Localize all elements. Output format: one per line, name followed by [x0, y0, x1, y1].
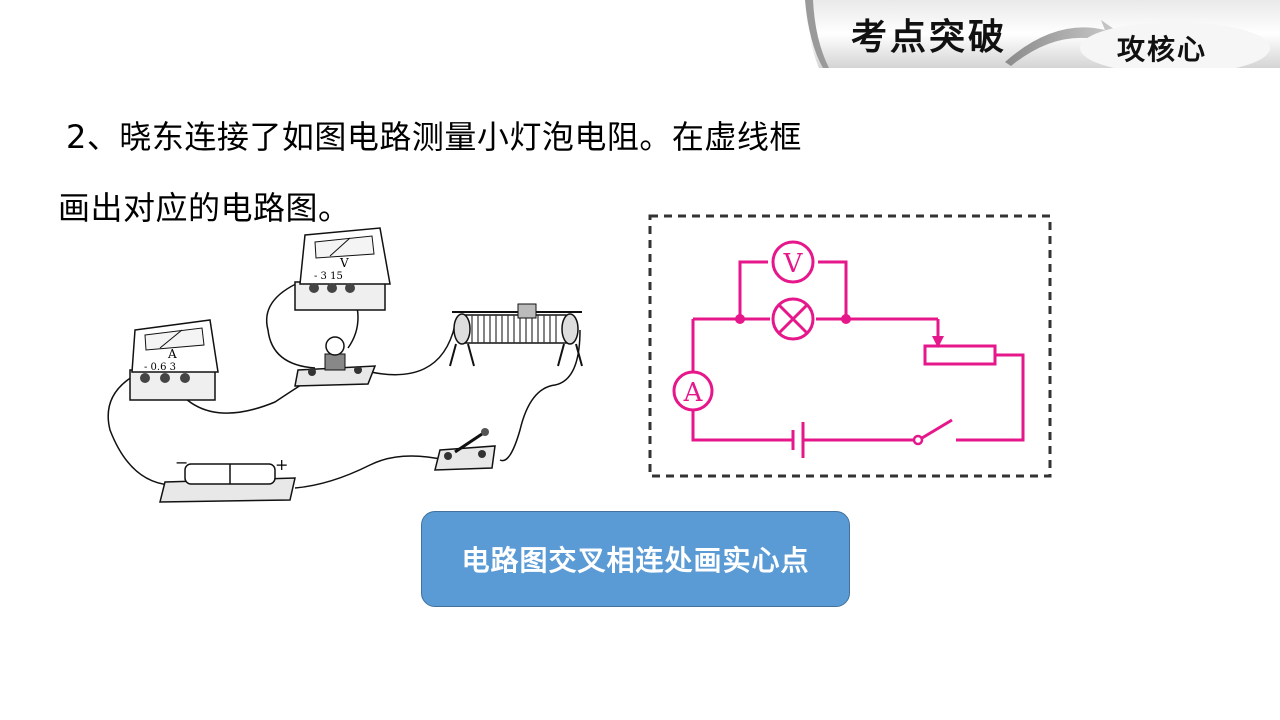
ammeter-symbol-label: A [167, 347, 177, 361]
voltmeter-symbol-label: V [339, 256, 349, 270]
banner-right-text: 攻核心 [1117, 33, 1208, 66]
ammeter-symbol: A [672, 370, 714, 412]
ammeter-terminal-label: - 0.6 3 [144, 362, 176, 373]
question-line-1: 2、晓东连接了如图电路测量小灯泡电阻。在虚线框 [66, 118, 802, 156]
circuit-illustration: A - 0.6 3 V - 3 15 [100, 220, 610, 510]
question-line-2: 画出对应的电路图。 [58, 189, 351, 227]
voltmeter-symbol: V [771, 240, 815, 284]
rheostat-device [449, 303, 583, 367]
ammeter-device: A - 0.6 3 [129, 319, 219, 401]
circuit-schematic: V A [648, 214, 1052, 478]
voltmeter-device: V - 3 15 [294, 227, 391, 311]
circuit-illustration-graphic: A - 0.6 3 V - 3 15 [107, 227, 583, 503]
battery-minus-label: − [175, 453, 188, 472]
battery-plus-label: + [275, 455, 288, 474]
voltmeter-terminal-label: - 3 15 [314, 271, 343, 282]
lamp-holder [294, 336, 377, 387]
banner-left-text: 考点突破 [851, 16, 1008, 58]
ammeter-symbol-text: A [683, 378, 704, 408]
header-banner: 考点突破 攻核心 [805, 0, 1280, 74]
battery-device: − + [159, 453, 296, 503]
lamp-symbol [771, 297, 815, 341]
switch-device [434, 428, 496, 471]
hint-callout: 电路图交叉相连处画实心点 [421, 511, 850, 607]
banner-graphic [805, 0, 1280, 74]
dashed-frame [648, 214, 1052, 478]
circuit-schematic-graphic: V A [648, 214, 1052, 478]
hint-text: 电路图交叉相连处画实心点 [461, 544, 810, 577]
voltmeter-symbol-text: V [783, 249, 804, 279]
